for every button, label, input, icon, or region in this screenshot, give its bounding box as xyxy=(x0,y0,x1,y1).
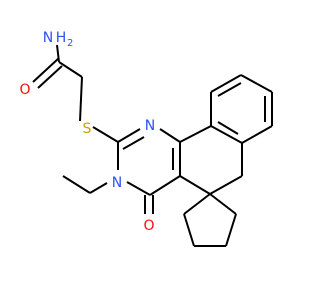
bond-c6-c5 xyxy=(209,175,243,195)
atom-label-nh2-h: H xyxy=(56,30,67,46)
bond-ch2-s xyxy=(79,76,83,122)
bond-layer xyxy=(32,44,273,247)
atom-label-nh2-h-count: 2 xyxy=(67,38,73,49)
molecule-canvas: N H 2 O S N N O xyxy=(19,30,273,247)
structure-drawing: N H 2 O S N N O xyxy=(19,30,273,247)
atom-label-layer: N H 2 O S N N O xyxy=(19,30,155,234)
atom-label-nh2-n: N xyxy=(43,30,53,46)
atom-label-ring-n3: N xyxy=(112,175,122,191)
bond-benz-3 xyxy=(240,74,273,93)
bond-c4a-c4 xyxy=(149,175,181,196)
bond-c10a-c6a xyxy=(210,125,243,144)
bond-benz-inner-1 xyxy=(217,82,242,97)
bond-s-c2 xyxy=(92,126,119,143)
atom-label-ketone-o: O xyxy=(143,218,154,234)
atom-label-amide-o: O xyxy=(19,82,30,98)
bond-cp-4 xyxy=(183,213,195,247)
bond-ethyl-ch2-ch3 xyxy=(62,175,91,194)
atom-label-ring-n1: N xyxy=(145,118,155,134)
bond-c-o-double-b xyxy=(37,65,63,89)
bond-benz-2 xyxy=(210,74,242,93)
bond-c10b-c10a xyxy=(179,125,212,143)
bond-benz-inner-3 xyxy=(217,121,239,135)
bond-cp-2 xyxy=(225,213,237,247)
bond-c-nh2 xyxy=(56,44,60,63)
bond-c4-n3 xyxy=(126,181,151,196)
bond-c2-n1-a xyxy=(117,128,141,143)
atom-label-thioether-s: S xyxy=(83,121,92,137)
bond-c2-n1-b xyxy=(122,136,145,150)
bond-benz-5 xyxy=(241,125,273,144)
bond-c-o-double-a xyxy=(32,57,60,83)
bond-cp-5 xyxy=(183,193,211,215)
bond-c-ch2 xyxy=(58,61,83,78)
bond-cp-1 xyxy=(209,193,237,215)
bond-n3-ethyl-ch2 xyxy=(89,182,108,194)
bond-n1-c10b xyxy=(159,128,181,143)
bond-c5-c4a xyxy=(179,175,211,195)
